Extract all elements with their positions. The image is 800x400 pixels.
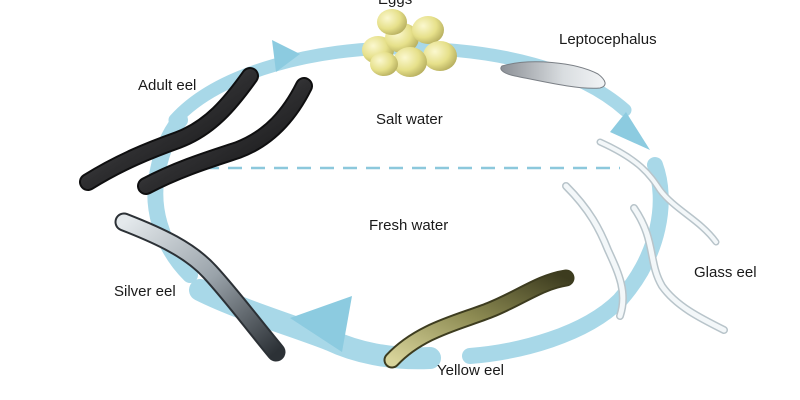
eggs-cluster <box>362 9 457 77</box>
egg <box>393 47 427 77</box>
adult-eel-body <box>81 69 257 189</box>
arrowhead-top <box>272 40 300 72</box>
label-fresh-water: Fresh water <box>369 217 449 234</box>
egg <box>423 41 457 71</box>
glass-eel-body <box>631 205 727 333</box>
label-glass-eel: Glass eel <box>694 264 757 281</box>
egg <box>412 16 444 44</box>
glass-eels <box>562 138 728 334</box>
adult-eels <box>79 67 313 195</box>
arrowhead-right <box>610 112 650 150</box>
label-adult-eel: Adult eel <box>138 77 197 94</box>
label-yellow-eel: Yellow eel <box>437 362 504 379</box>
glass-eel-body <box>563 183 626 319</box>
egg <box>370 52 398 76</box>
leptocephalus-larva <box>500 61 606 89</box>
label-leptocephalus: Leptocephalus <box>559 31 657 48</box>
yellow-eel-body <box>385 271 573 367</box>
arrowhead-bottom <box>290 296 352 352</box>
silver-eel-body <box>116 214 284 360</box>
label-salt-water: Salt water <box>376 111 443 128</box>
adult-eel-body <box>139 79 311 193</box>
label-eggs: Eggs <box>378 0 412 8</box>
label-silver-eel: Silver eel <box>114 283 176 300</box>
glass-eel-body <box>598 140 718 244</box>
egg <box>377 9 407 35</box>
cycle-arrow-right <box>462 157 669 364</box>
